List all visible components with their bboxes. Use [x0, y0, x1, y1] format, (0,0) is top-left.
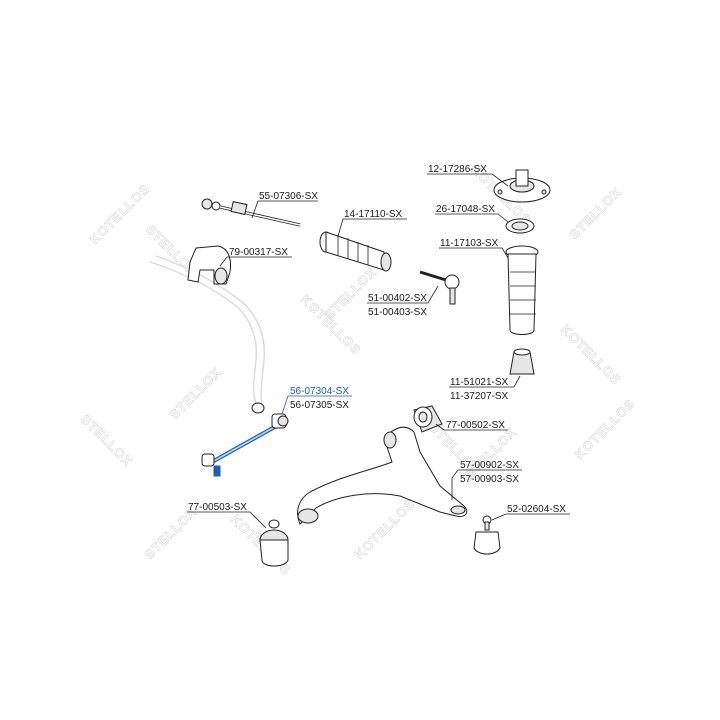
- callout-12-17286: 12-17286-SX: [427, 164, 509, 187]
- callout-26-17048: 26-17048-SX: [435, 204, 509, 223]
- strut-dust-boot: [505, 245, 539, 335]
- silent-block-upper: [413, 405, 443, 433]
- watermark-text: KOTELLOS: [352, 496, 418, 562]
- lower-control-arm: [297, 426, 468, 525]
- callout-label: 11-37207-SX: [450, 391, 509, 402]
- stabilizer-link: [201, 413, 289, 477]
- callout-label: 11-17103-SX: [440, 238, 499, 249]
- callout-label: 55-07306-SX: [259, 191, 318, 202]
- callout-55-07306: 55-07306-SX: [251, 191, 318, 219]
- callout-77-00502: 77-00502-SX: [435, 420, 508, 431]
- watermark-layer: KOTELLOS STELLOX STELLOX KOTELLOS STELLO…: [78, 161, 639, 578]
- callout-52-02604: 52-02604-SX: [491, 504, 570, 521]
- strut-mount: [493, 169, 551, 203]
- callout-label: 79-00317-SX: [229, 247, 288, 258]
- stabilizer-bushing: [187, 245, 231, 285]
- callout-label: 12-17286-SX: [428, 164, 487, 175]
- steering-boot: [319, 231, 392, 272]
- callout-label: 51-00403-SX: [368, 307, 427, 318]
- watermark-text: KOTELLOS: [558, 322, 624, 388]
- callout-14-17110: 14-17110-SX: [337, 209, 407, 237]
- strut-bearing: [505, 218, 535, 234]
- callout-57-00902: 57-00902-SX 57-00903-SX: [451, 460, 522, 500]
- ball-joint: [473, 515, 501, 555]
- inner-tie-rod: [201, 198, 301, 227]
- callout-11-17103: 11-17103-SX: [439, 238, 509, 259]
- tie-rod-end: [419, 270, 460, 305]
- silent-block-lower: [259, 519, 289, 567]
- callout-11-51021: 11-51021-SX 11-37207-SX: [449, 375, 521, 402]
- callout-label-highlighted: 56-07304-SX: [290, 386, 349, 397]
- callout-label: 51-00402-SX: [368, 293, 427, 304]
- callout-label: 52-02604-SX: [507, 504, 566, 515]
- watermark-text: STELLOX: [78, 412, 136, 470]
- callout-label: 11-51021-SX: [450, 377, 509, 388]
- callout-label: 77-00502-SX: [446, 420, 505, 431]
- callout-label: 77-00503-SX: [188, 502, 247, 513]
- callout-51-00402: 51-00402-SX 51-00403-SX: [367, 285, 439, 318]
- callout-77-00503: 77-00503-SX: [187, 502, 267, 529]
- callout-label: 57-00903-SX: [460, 474, 519, 485]
- bump-stop: [509, 348, 535, 375]
- watermark-text: STELLOX: [167, 364, 225, 422]
- callout-label: 26-17048-SX: [436, 204, 495, 215]
- watermark-text: KOTELLOS: [572, 396, 638, 462]
- callout-label: 56-07305-SX: [290, 400, 349, 411]
- watermark-text: KOTELLOS: [87, 181, 153, 247]
- callout-79-00317: 79-00317-SX: [219, 247, 292, 267]
- watermark-text: STELLOX: [567, 184, 625, 242]
- callout-56-07304: 56-07304-SX 56-07305-SX: [281, 386, 352, 415]
- callout-label: 57-00902-SX: [460, 460, 519, 471]
- callout-label: 14-17110-SX: [344, 209, 403, 220]
